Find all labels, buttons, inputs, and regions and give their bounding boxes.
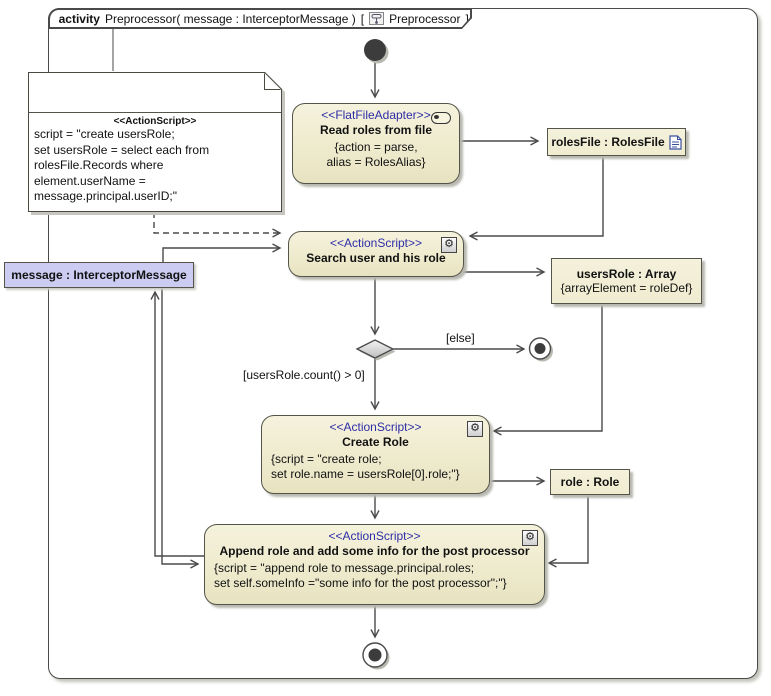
edge-role-to-append[interactable] [549,493,589,563]
adapter-icon [431,112,451,124]
note-script-line: set usersRole = select each from [34,142,210,157]
edge-append-to-message[interactable] [155,292,204,557]
document-icon [669,134,682,150]
node-stereotype: <<ActionScript>> [329,236,423,250]
object-body: {arrayElement = roleDef} [560,281,693,295]
object-role[interactable]: role : Role [550,469,630,495]
frame-lbracket: [ [360,11,365,26]
note-script-line: script = "create usersRole; [34,127,175,141]
action-read-roles-from-file[interactable]: <<FlatFileAdapter>> Read roles from file… [292,103,460,184]
gear-icon: ⚙ [467,421,483,437]
object-label: message : InterceptorMessage [11,268,187,282]
edge-usersrole-to-createrole[interactable] [494,302,603,431]
action-search-user-role[interactable]: ⚙ <<ActionScript>> Search user and his r… [288,231,464,277]
note-stereotype: <<ActionScript>> [113,116,197,127]
object-rolesfile[interactable]: rolesFile : RolesFile [547,128,686,156]
node-stereotype: <<ActionScript>> [329,420,422,434]
node-stereotype: <<ActionScript>> [328,529,421,543]
decision-node[interactable] [355,339,395,359]
gear-icon: ⚙ [522,530,538,546]
frame-diagram-name: Preprocessor [389,11,461,26]
note-script-line: element.userName = [34,173,146,188]
node-title: Append role and add some info for the po… [219,544,530,558]
frame-rbracket: ] [465,11,469,26]
node-body-line: alias = RolesAlias} [326,155,426,169]
object-message[interactable]: message : InterceptorMessage [4,262,194,288]
node-body-line: set role.name = usersRole[0].role;"} [271,467,460,481]
edge-message-to-search[interactable] [162,248,280,262]
object-label: rolesFile : RolesFile [551,135,665,149]
frame-keyword: activity [58,11,100,26]
node-body-line: set self.someInfo ="some info for the po… [214,576,507,590]
node-body-line: {script = "create role; [271,452,382,466]
node-title: Search user and his role [306,251,446,265]
object-usersrole[interactable]: usersRole : Array {arrayElement = roleDe… [551,258,702,304]
node-title: Create Role [342,435,409,449]
node-title: Read roles from file [319,123,433,137]
frame-signature: Preprocessor( message : InterceptorMessa… [104,11,356,26]
final-node-else-dot [534,343,546,354]
action-append-role[interactable]: ⚙ <<ActionScript>> Append role and add s… [204,524,545,605]
note-script-line: rolesFile.Records where [34,158,164,173]
initial-node[interactable] [364,39,386,61]
final-node-bottom-dot [368,648,382,662]
gear-icon: ⚙ [441,237,457,253]
note-script-line: message.principal.userID;" [34,189,177,204]
object-label: usersRole : Array [576,267,677,281]
guard-else-label: [else] [446,331,475,345]
action-create-role[interactable]: ⚙ <<ActionScript>> Create Role {script =… [261,415,490,494]
frame-title-tab: activity Preprocessor( message : Interce… [48,8,472,29]
script-note[interactable]: <<ActionScript>> script = "create usersR… [28,72,282,212]
edge-rolesfile-to-search[interactable] [470,154,604,236]
edge-note-to-search-dashed[interactable] [153,212,280,233]
node-body-line: {script = "append role to message.princi… [214,561,475,575]
activity-diagram-icon [369,12,384,25]
object-label: role : Role [560,475,620,489]
note-name-compartment [29,73,281,113]
node-stereotype: <<FlatFileAdapter>> [321,108,431,122]
guard-count-label: [usersRole.count() > 0] [243,368,365,382]
node-body-line: {action = parse, [334,140,418,154]
edge-message-to-append[interactable] [161,286,198,564]
